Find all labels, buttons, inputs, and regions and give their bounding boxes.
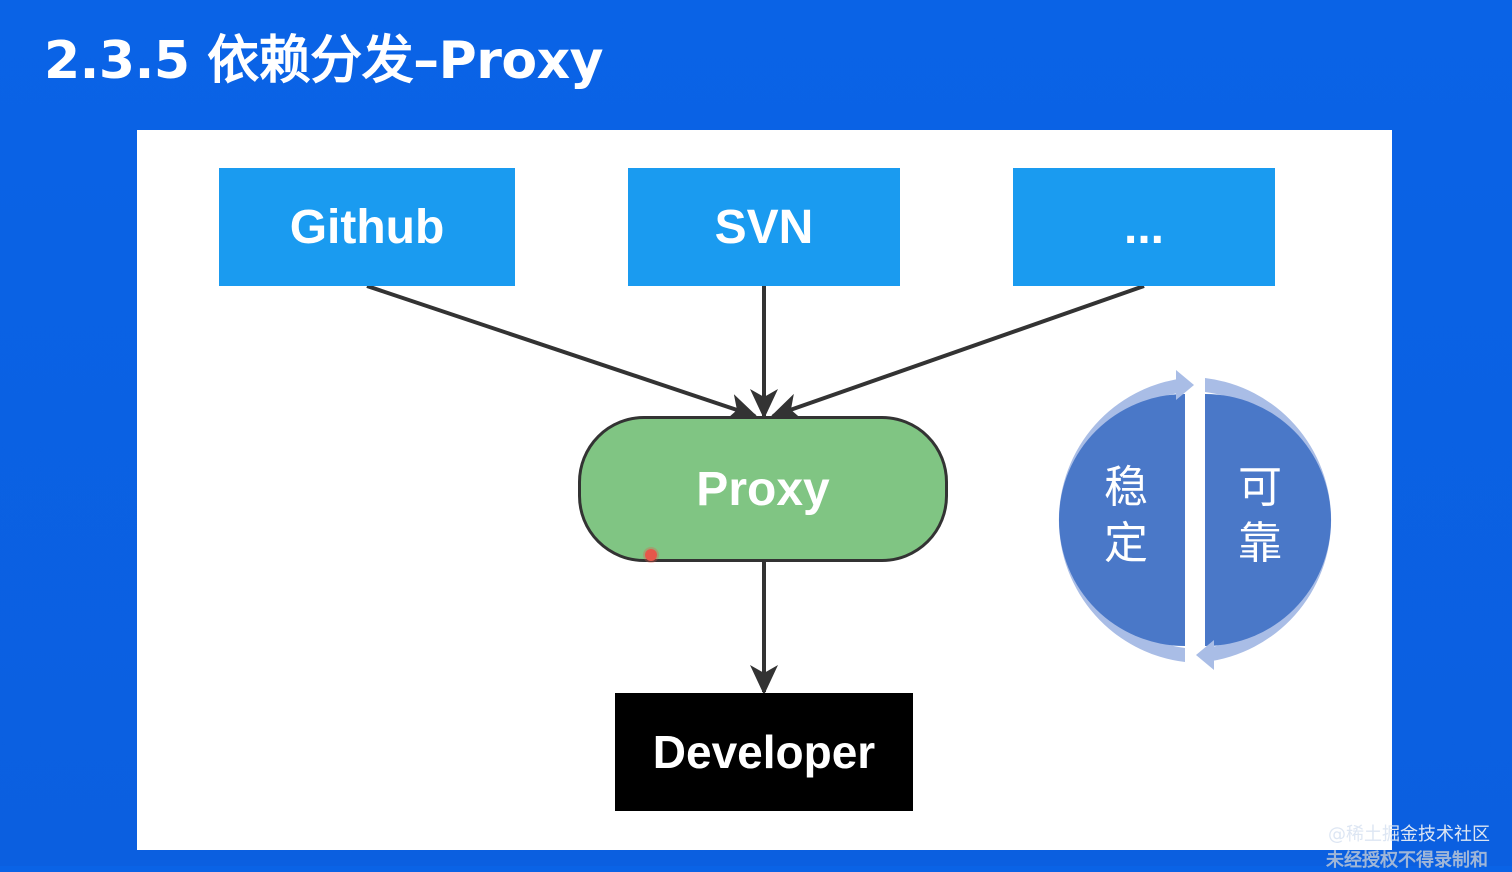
slide-title: 2.3.5 依赖分发–Proxy <box>44 31 604 91</box>
cycle-left-half <box>1059 394 1185 646</box>
arrow-more-to-proxy <box>770 284 1145 421</box>
cycle-arrow-top-icon <box>1176 370 1194 400</box>
cycle-label-reliable: 可 靠 <box>1230 460 1290 572</box>
arrow-github-to-proxy <box>366 284 758 421</box>
source-box-github: Github <box>219 168 515 286</box>
cycle-label-stable: 稳 定 <box>1096 460 1156 572</box>
cycle-arrow-bottom-icon <box>1196 640 1214 670</box>
source-box-more: ... <box>1013 168 1275 286</box>
diagram-canvas: Github SVN ... Proxy Developer 稳 定 可 靠 <box>137 130 1392 850</box>
cycle-label-stable-text: 稳 定 <box>1104 462 1148 569</box>
cursor-dot <box>645 549 657 561</box>
source-box-svn: SVN <box>628 168 900 286</box>
cycle-label-reliable-text: 可 靠 <box>1238 462 1282 569</box>
proxy-node: Proxy <box>578 416 948 562</box>
connector-arrows <box>366 284 1145 695</box>
watermark-notice: 未经授权不得录制和 <box>1326 850 1488 871</box>
watermark-source: @稀土掘金技术社区 <box>1328 824 1490 845</box>
cycle-right-half <box>1205 394 1331 646</box>
cycle-graphic <box>1058 370 1332 670</box>
developer-node: Developer <box>615 693 913 811</box>
